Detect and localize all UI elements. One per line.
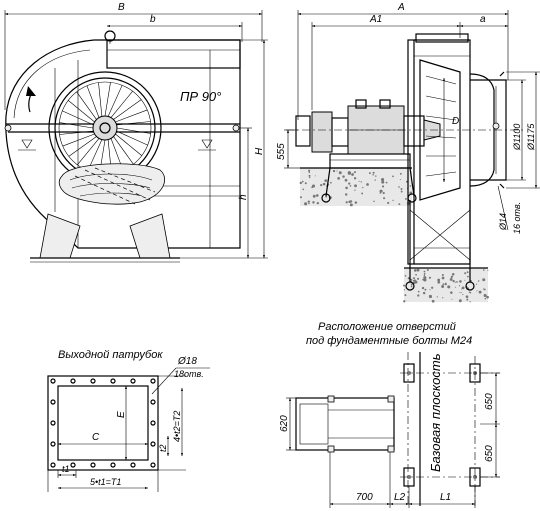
dim-b: b [106,14,243,42]
flange-hole [50,462,56,468]
flange-hole [90,378,96,384]
flange-hole [90,462,96,468]
dim-B: B [4,2,263,110]
dim-d18-label: Ø18 [177,356,197,367]
flange-hole [150,441,156,447]
dim-5t1-label: 5•t1=T1 [90,477,121,487]
outlet-box [106,39,241,69]
motor-housing [311,111,333,153]
holes-18-label: 18отв. [174,369,204,379]
dim-d1175-label: Ø1175 [526,123,536,151]
foundation-title-1: Расположение отверстий [318,321,456,333]
flange-hole [150,462,156,468]
impeller-hub [92,115,118,141]
outlet-flange-view: Выходной патрубок Ø18 18отв. E C 4•t2=T2… [47,349,210,492]
left-leg [39,213,81,259]
dim-C-label: C [92,432,100,443]
dim-t1-label: t1 [62,464,70,474]
flange-hole [130,462,136,468]
dim-d1100-label: Ø1100 [512,124,522,151]
housing-side [414,39,471,265]
holes-16-label: 16 отв. [512,202,522,234]
motor-frame-outline [295,397,395,451]
dim-4t2-label: 4•t2=T2 [172,411,182,442]
fan-casing [5,39,241,249]
dim-A1-label: A1 [369,14,382,25]
dim-A1: A1 a [311,14,509,110]
foundation-title-2: под фундаментные болты М24 [306,335,472,347]
dim-650-bottom-label: 650 [484,445,495,462]
dim-700-label: 700 [356,492,373,503]
dim-620-label: 620 [279,415,290,432]
outlet-flange-outer [47,375,159,471]
right-leg [129,213,171,259]
dim-B-label: B [118,2,125,13]
dim-a-label: a [480,14,486,25]
dim-A: A [297,2,509,120]
dim-t2-label: t2 [158,444,168,452]
flange-hole [150,399,156,405]
flange-hole [70,462,76,468]
dim-H: H [180,39,268,259]
housing-plate [407,39,415,265]
dim-D-label: D [452,116,459,127]
flange-hole [110,462,116,468]
dim-E-label: E [116,411,127,418]
flange-hole [150,420,156,426]
flange-hole [70,378,76,384]
dim-h: h [238,127,252,259]
flange-hole [50,399,56,405]
foundation-layout: Расположение отверстий под фундаментные … [279,321,500,508]
dim-650-top-label: 650 [484,393,495,410]
coupling [295,115,311,147]
flange-hole [50,420,56,426]
front-view: B b [4,2,268,263]
side-view: A A1 a [276,2,540,303]
rotation-label: ПР 90° [180,89,221,104]
dim-A-label: A [397,2,405,13]
dim-555-label: 555 [276,143,287,160]
dim-b-label: b [150,14,156,25]
dim-L2-label: L2 [394,492,406,503]
flange-hole [150,378,156,384]
flange-hole [50,441,56,447]
dim-d14-label: Ø14 [498,213,508,231]
dim-L1-label: L1 [440,492,451,503]
dim-h-label: h [238,194,249,200]
outlet-title: Выходной патрубок [58,349,163,361]
flange-hole [50,378,56,384]
flange-hole [130,378,136,384]
base-plane-label: Базовая плоскость [428,353,443,472]
dim-H-label: H [254,147,265,155]
outlet-flange-inner [57,385,149,461]
flange-hole [110,378,116,384]
